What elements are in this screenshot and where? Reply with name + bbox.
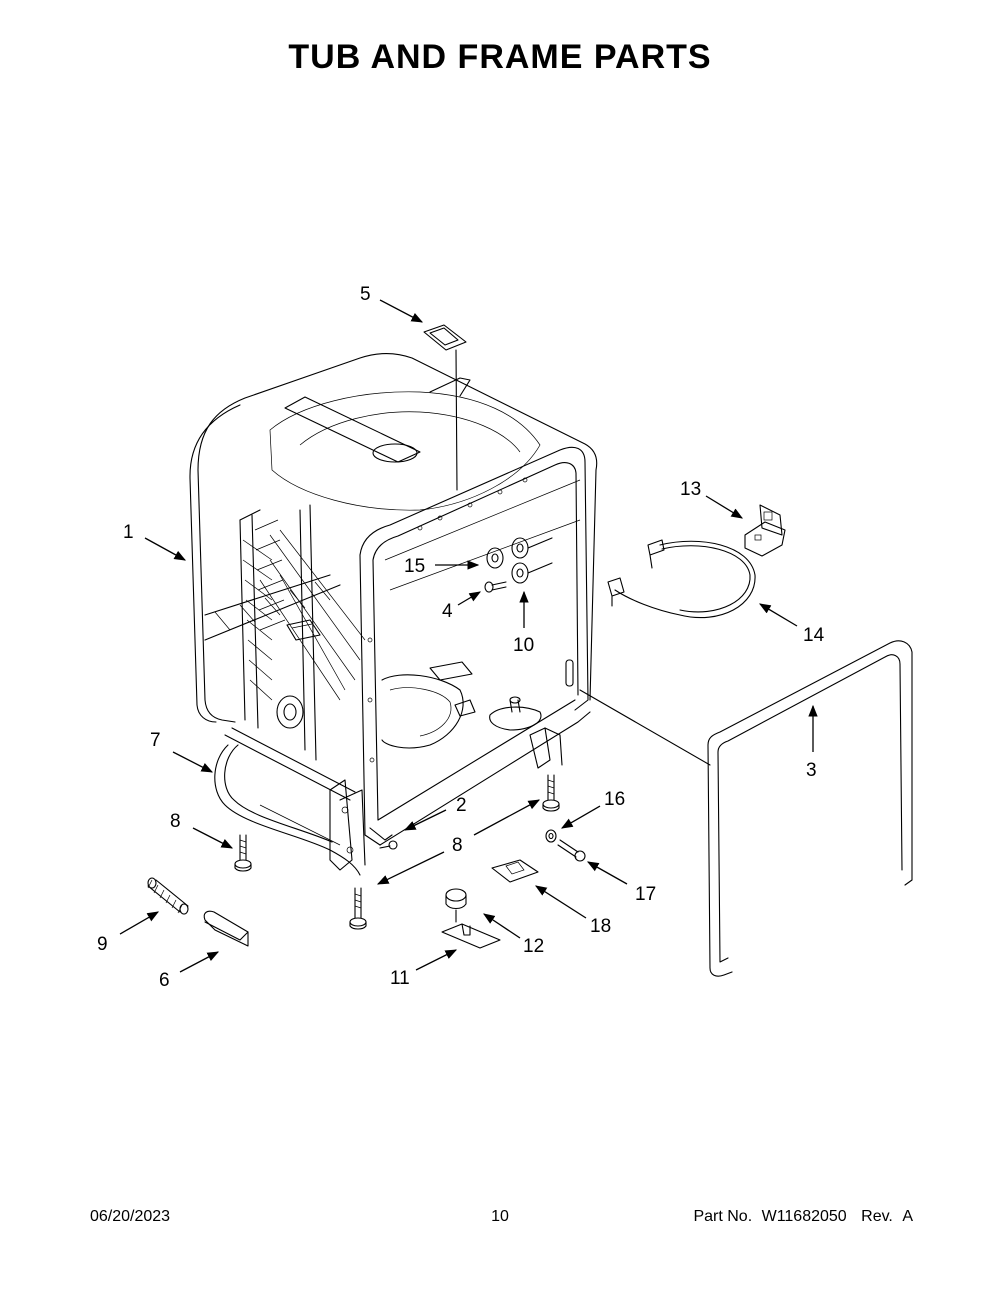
callout-15: 15 bbox=[404, 556, 425, 577]
callout-16: 16 bbox=[604, 789, 625, 810]
callout-6: 6 bbox=[159, 970, 170, 991]
callout-13: 13 bbox=[680, 479, 701, 500]
callout-11: 11 bbox=[390, 968, 410, 989]
part-11-bracket bbox=[441, 923, 501, 949]
rev-value: A bbox=[902, 1208, 913, 1225]
callout-3: 3 bbox=[806, 760, 817, 781]
part-no-value: W11682050 bbox=[761, 1208, 847, 1225]
part-15-wheels bbox=[486, 537, 553, 584]
footer-date: 06/20/2023 bbox=[90, 1208, 171, 1225]
callout-8b: 8 bbox=[452, 835, 463, 856]
callout-10: 10 bbox=[513, 635, 534, 656]
callout-14: 14 bbox=[803, 625, 825, 646]
footer-page-number: 10 bbox=[491, 1208, 509, 1225]
part-14-wire-harness bbox=[607, 539, 756, 619]
part-12-sensor bbox=[445, 888, 467, 923]
part-18-plate bbox=[491, 859, 539, 883]
part-17-bolt bbox=[557, 839, 586, 862]
leader-arrows bbox=[119, 299, 818, 973]
part-13-bracket bbox=[744, 504, 786, 557]
part-no-label: Part No. bbox=[693, 1208, 753, 1225]
callout-8a: 8 bbox=[170, 811, 181, 832]
callout-4: 4 bbox=[442, 601, 453, 622]
page-title: TUB AND FRAME PARTS bbox=[288, 38, 712, 76]
drain-hose bbox=[214, 744, 361, 876]
part-9-spring bbox=[147, 877, 189, 915]
callout-5: 5 bbox=[360, 284, 371, 305]
part-4-screw bbox=[484, 581, 507, 593]
part-2-screw bbox=[379, 840, 398, 850]
part-16-washer bbox=[545, 829, 557, 843]
callout-12: 12 bbox=[523, 936, 544, 957]
callout-9: 9 bbox=[97, 934, 108, 955]
callout-2: 2 bbox=[456, 795, 467, 816]
part-6-block bbox=[203, 910, 249, 947]
tub-assembly bbox=[189, 352, 598, 871]
callout-1: 1 bbox=[123, 522, 134, 543]
callout-17: 17 bbox=[635, 884, 656, 905]
part-3-gasket bbox=[707, 640, 913, 977]
part-5-clip bbox=[423, 324, 467, 351]
footer-part-number: Part No. W11682050 Rev. A bbox=[693, 1208, 913, 1226]
rev-label: Rev. bbox=[861, 1208, 893, 1225]
callout-18: 18 bbox=[590, 916, 611, 937]
part-8-leg-back bbox=[542, 774, 560, 812]
callout-labels: 5 1 15 4 10 13 14 3 7 8 2 8 16 17 18 12 … bbox=[97, 284, 825, 991]
part-8-leg-right bbox=[349, 887, 367, 930]
callout-7: 7 bbox=[150, 730, 161, 751]
part-8-leg-left bbox=[234, 834, 252, 872]
